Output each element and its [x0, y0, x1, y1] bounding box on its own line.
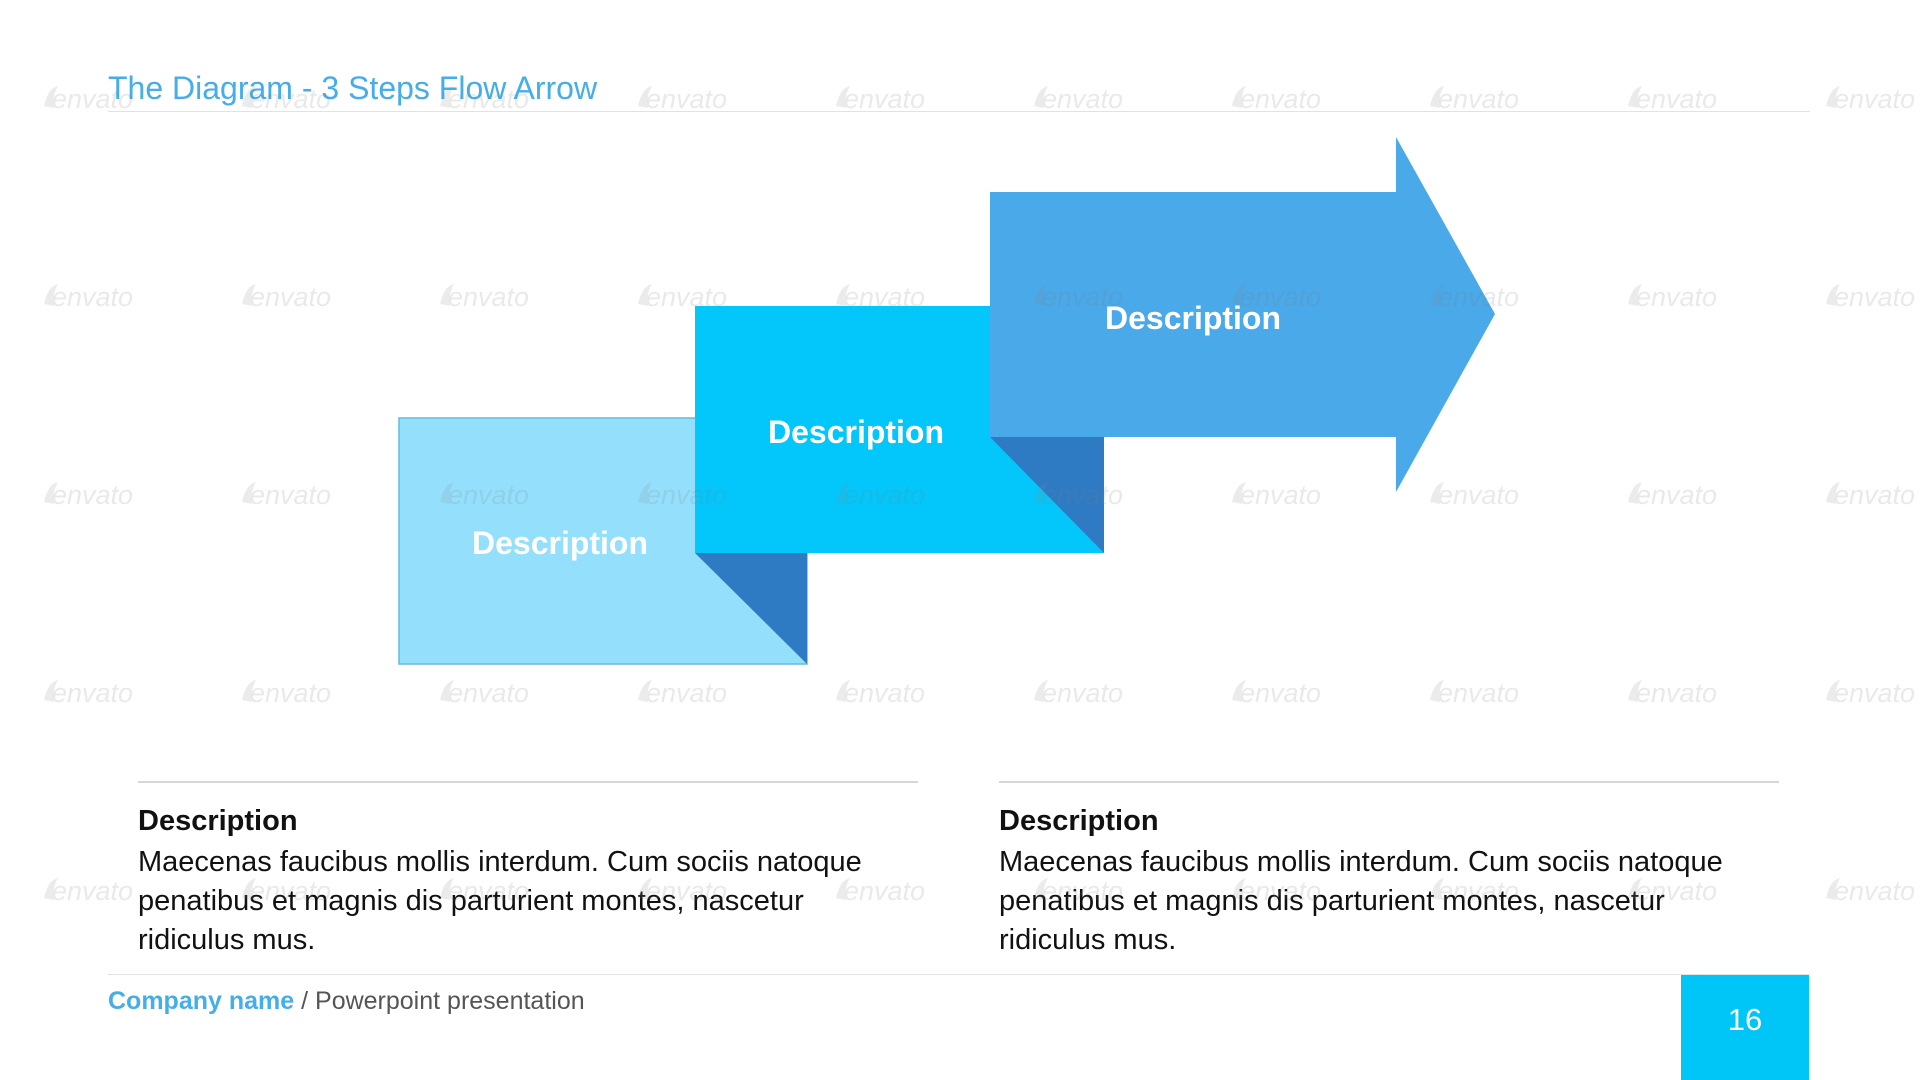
company-name: Company name: [108, 987, 295, 1015]
description-heading: Description: [999, 805, 1159, 837]
footer: Company name / Powerpoint presentation: [108, 987, 585, 1016]
footer-separator: /: [294, 987, 316, 1015]
description-divider: [999, 781, 1779, 783]
description-heading: Description: [138, 805, 298, 837]
presentation-label: Powerpoint presentation: [315, 987, 585, 1015]
step-2-fold: [990, 437, 1104, 553]
description-text: Maecenas faucibus mollis interdum. Cum s…: [999, 846, 1723, 956]
title-divider: [108, 111, 1810, 112]
slide-title: The Diagram - 3 Steps Flow Arrow: [108, 70, 598, 106]
step-1-fold: [695, 553, 807, 664]
footer-divider: [108, 974, 1810, 975]
page-number-box: 16: [1681, 975, 1809, 1080]
page-number: 16: [1727, 1002, 1763, 1037]
description-divider: [138, 781, 918, 783]
step-3-label: Description: [1105, 300, 1281, 336]
step-1-label: Description: [472, 525, 648, 561]
step-3-arrow: [990, 137, 1495, 492]
description-text: Maecenas faucibus mollis interdum. Cum s…: [138, 846, 862, 956]
step-2-label: Description: [768, 414, 944, 450]
